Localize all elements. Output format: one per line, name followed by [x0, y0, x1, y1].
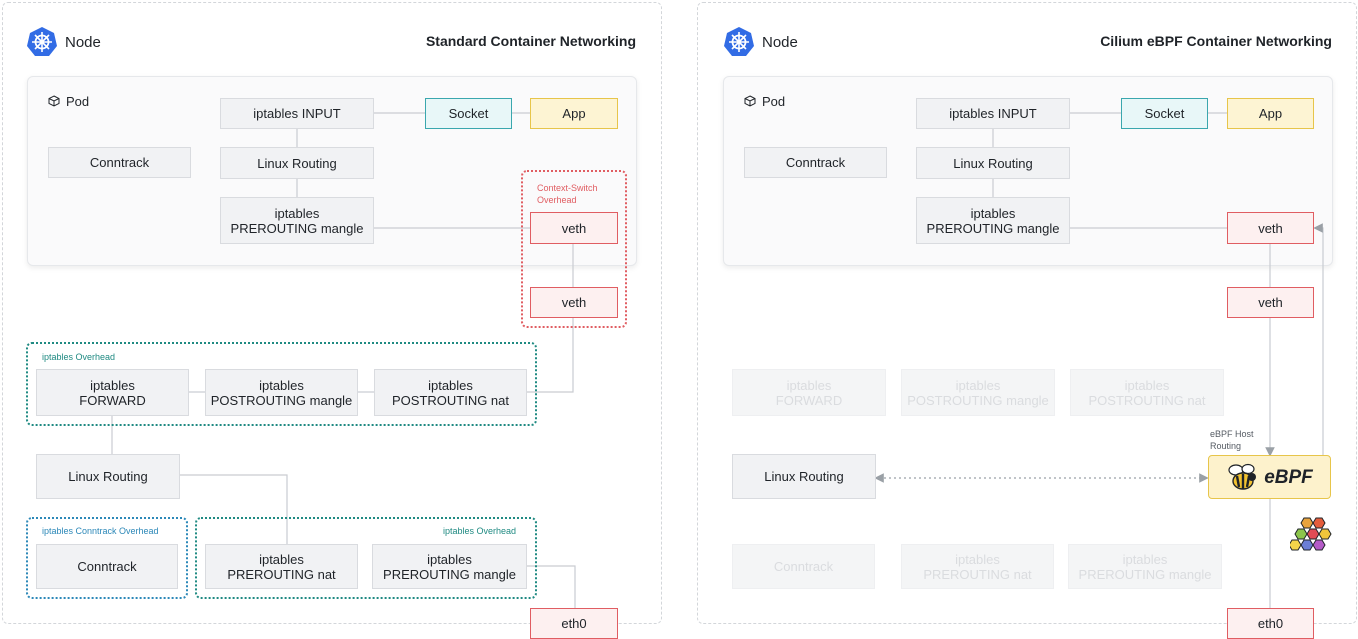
app-box: App [1227, 98, 1314, 129]
veth-box: veth [1227, 212, 1314, 244]
eth0-box: eth0 [530, 608, 618, 639]
kubernetes-node-icon [27, 27, 57, 56]
node-label: Node [65, 34, 101, 51]
pod-label: Pod [66, 94, 90, 109]
cilium-logo-icon [1290, 517, 1332, 551]
postrouting-nat-box-bypassed: iptables POSTROUTING nat [1070, 369, 1224, 416]
prerouting-mangle-box-bypassed: iptables PREROUTING mangle [1068, 544, 1222, 589]
ebpf-label: eBPF [1264, 466, 1313, 488]
panel-title: Cilium eBPF Container Networking [1100, 33, 1332, 49]
postrouting-nat-box: iptables POSTROUTING nat [374, 369, 527, 416]
prerouting-mangle-box: iptables PREROUTING mangle [372, 544, 527, 589]
pod-label: Pod [762, 94, 786, 109]
linux-routing-box: Linux Routing [732, 454, 876, 499]
prerouting-mangle-box: iptables PREROUTING mangle [916, 197, 1070, 244]
socket-box: Socket [1121, 98, 1208, 129]
linux-routing-box: Linux Routing [36, 454, 180, 499]
iptables-overhead-zone [26, 342, 537, 426]
conntrack-box: Conntrack [36, 544, 178, 589]
panel-title: Standard Container Networking [425, 33, 636, 49]
iptables-overhead-zone [195, 517, 537, 599]
socket-box: Socket [425, 98, 512, 129]
iptables-overhead-label: iptables Overhead [443, 526, 517, 536]
ebpf-host-routing-box: eBPF [1208, 455, 1331, 499]
iptables-forward-box: iptables FORWARD [36, 369, 189, 416]
node-label: Node [762, 34, 798, 51]
app-box: App [530, 98, 618, 129]
bee-icon [1228, 463, 1257, 490]
iptables-input-box: iptables INPUT [916, 98, 1070, 129]
context-switch-overhead-zone [521, 170, 627, 328]
linux-routing-box: Linux Routing [220, 147, 374, 179]
eth0-box: eth0 [1227, 608, 1314, 639]
postrouting-mangle-box-bypassed: iptables POSTROUTING mangle [901, 369, 1055, 416]
conntrack-box: Conntrack [744, 147, 887, 178]
kubernetes-node-icon [724, 27, 754, 56]
veth-box: veth [530, 287, 618, 318]
veth-box: veth [530, 212, 618, 244]
conntrack-box-bypassed: Conntrack [732, 544, 875, 589]
cube-icon [744, 95, 756, 107]
conntrack-overhead-label: iptables Conntrack Overhead [42, 526, 159, 536]
conntrack-box: Conntrack [48, 147, 191, 178]
iptables-input-box: iptables INPUT [220, 98, 374, 129]
context-switch-overhead-label: Context-Switch Overhead [537, 183, 598, 205]
ebpf-host-routing-label: eBPF Host Routing [1210, 429, 1254, 451]
iptables-forward-box-bypassed: iptables FORWARD [732, 369, 886, 416]
cube-icon [48, 95, 60, 107]
iptables-overhead-label: iptables Overhead [42, 352, 116, 362]
prerouting-mangle-box: iptables PREROUTING mangle [220, 197, 374, 244]
postrouting-mangle-box: iptables POSTROUTING mangle [205, 369, 358, 416]
prerouting-nat-box: iptables PREROUTING nat [205, 544, 358, 589]
veth-box: veth [1227, 287, 1314, 318]
linux-routing-box: Linux Routing [916, 147, 1070, 179]
conntrack-overhead-zone [26, 517, 188, 599]
prerouting-nat-box-bypassed: iptables PREROUTING nat [901, 544, 1054, 589]
